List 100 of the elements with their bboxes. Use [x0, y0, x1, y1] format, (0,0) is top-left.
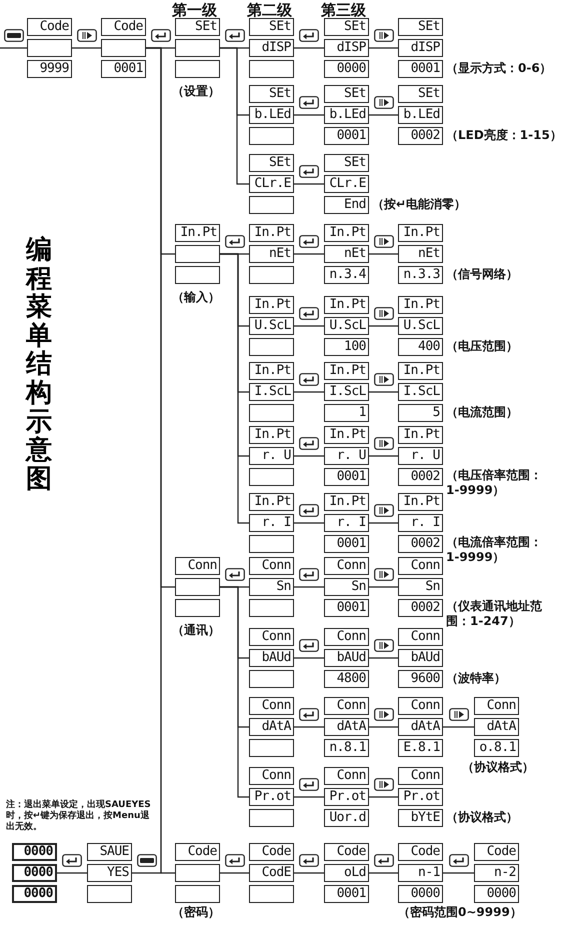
connector-line: [294, 183, 324, 185]
connector-line: [369, 455, 398, 457]
display-row: Code: [27, 18, 72, 36]
display-row: Uor.d: [324, 809, 369, 827]
display-row: Code: [324, 843, 369, 861]
display-row: CLr.E: [249, 175, 294, 193]
display-row: SEt: [398, 85, 443, 103]
display-row: End: [324, 196, 369, 214]
display-row: Conn: [324, 557, 369, 575]
annotation-text: （设置）: [172, 84, 220, 99]
display-row: U.ScL: [249, 317, 294, 335]
display-row: b.LEd: [398, 106, 443, 124]
connector-line: [369, 726, 398, 728]
display-row: 0000: [474, 885, 519, 903]
display-row: SEt: [324, 85, 369, 103]
display-row: r. I: [398, 514, 443, 532]
annotation-text: （信号网络）: [446, 267, 518, 282]
display-row: Sn: [398, 578, 443, 596]
note-text: 注：退出菜单设定，出现SAUEYES时，按↵键为保存退出，按Menu退出无效。: [6, 800, 152, 833]
display-row: In.Pt: [249, 362, 294, 380]
display-row: 0002: [398, 127, 443, 145]
display-row: 9999: [27, 60, 72, 78]
display-row: In.Pt: [398, 493, 443, 511]
display-row: 0001: [398, 60, 443, 78]
display-row: SEt: [324, 18, 369, 36]
display-row: 0001: [324, 599, 369, 617]
display-row: nEt: [324, 245, 369, 263]
display-row: 0000: [398, 885, 443, 903]
connector-line: [72, 47, 101, 49]
connector-line: [294, 726, 324, 728]
column-heading: 第二级: [247, 2, 293, 19]
connector-line: [220, 872, 249, 874]
display-row: n-2: [474, 864, 519, 882]
display-row: b.LEd: [249, 106, 294, 124]
display-row: YES: [87, 864, 132, 882]
display-row: Sn: [324, 578, 369, 596]
connector-line: [294, 522, 324, 524]
display-row: r. U: [249, 447, 294, 465]
display-row: U.ScL: [324, 317, 369, 335]
connector-line: [369, 253, 398, 255]
display-row: In.Pt: [249, 426, 294, 444]
connector-line: [294, 586, 324, 588]
display-row: SEt: [249, 85, 294, 103]
display-row: U.ScL: [398, 317, 443, 335]
annotation-text: （输入）: [172, 290, 220, 305]
display-row: 5: [398, 404, 443, 422]
display-row: Conn: [324, 628, 369, 646]
annotation-text: （密码）: [172, 905, 220, 920]
connector-line: [294, 325, 324, 327]
connector-line: [369, 114, 398, 116]
display-row: 0002: [398, 599, 443, 617]
display-row: n-1: [398, 864, 443, 882]
display-row: In.Pt: [398, 362, 443, 380]
connector-line: [369, 47, 398, 49]
display-row: r. I: [324, 514, 369, 532]
display-row: dISP: [398, 39, 443, 57]
annotation-text: （按↵电能消零）: [372, 197, 466, 212]
connector-line: [369, 657, 398, 659]
display-row: In.Pt: [398, 224, 443, 242]
display-row: Conn: [249, 628, 294, 646]
display-row: I.ScL: [249, 383, 294, 401]
display-row: Conn: [324, 767, 369, 785]
display-row: In.Pt: [324, 296, 369, 314]
display-row: SEt: [249, 18, 294, 36]
annotation-text: （波特率）: [446, 671, 506, 686]
annotation-text: （仪表通讯地址范围：1-247）: [446, 599, 543, 629]
display-row: 0002: [398, 468, 443, 486]
display-row: SEt: [175, 18, 220, 36]
display-row: 0001: [324, 885, 369, 903]
display-row: Sn: [249, 578, 294, 596]
display-row: In.Pt: [398, 426, 443, 444]
connector-line: [57, 872, 87, 874]
display-row: Pr.ot: [324, 788, 369, 806]
connector-line: [369, 796, 398, 798]
connector-line: [369, 391, 398, 393]
display-row: 0001: [324, 468, 369, 486]
connector-line: [294, 657, 324, 659]
vertical-title: 编程菜单结构示意图: [26, 236, 52, 494]
display-row: Conn: [249, 557, 294, 575]
display-row: 0001: [324, 127, 369, 145]
display-row: dAtA: [249, 718, 294, 736]
display-row: Conn: [324, 697, 369, 715]
display-row: dAtA: [398, 718, 443, 736]
display-row: n.3.3: [398, 266, 443, 284]
connector-line: [294, 47, 324, 49]
display-row: SEt: [324, 154, 369, 172]
display-row: bYtE: [398, 809, 443, 827]
display-row: In.Pt: [324, 224, 369, 242]
display-row: Code: [175, 843, 220, 861]
display-row: I.ScL: [398, 383, 443, 401]
display-row: 9600: [398, 670, 443, 688]
connector-line: [294, 455, 324, 457]
display-row: n.3.4: [324, 266, 369, 284]
display-row: Conn: [398, 628, 443, 646]
annotation-text: （LED亮度：1-15）: [446, 128, 562, 143]
display-row: Code: [474, 843, 519, 861]
display-row: nEt: [398, 245, 443, 263]
display-row: n.8.1: [324, 739, 369, 757]
display-row: Conn: [474, 697, 519, 715]
annotation-text: （电流范围）: [446, 405, 518, 420]
